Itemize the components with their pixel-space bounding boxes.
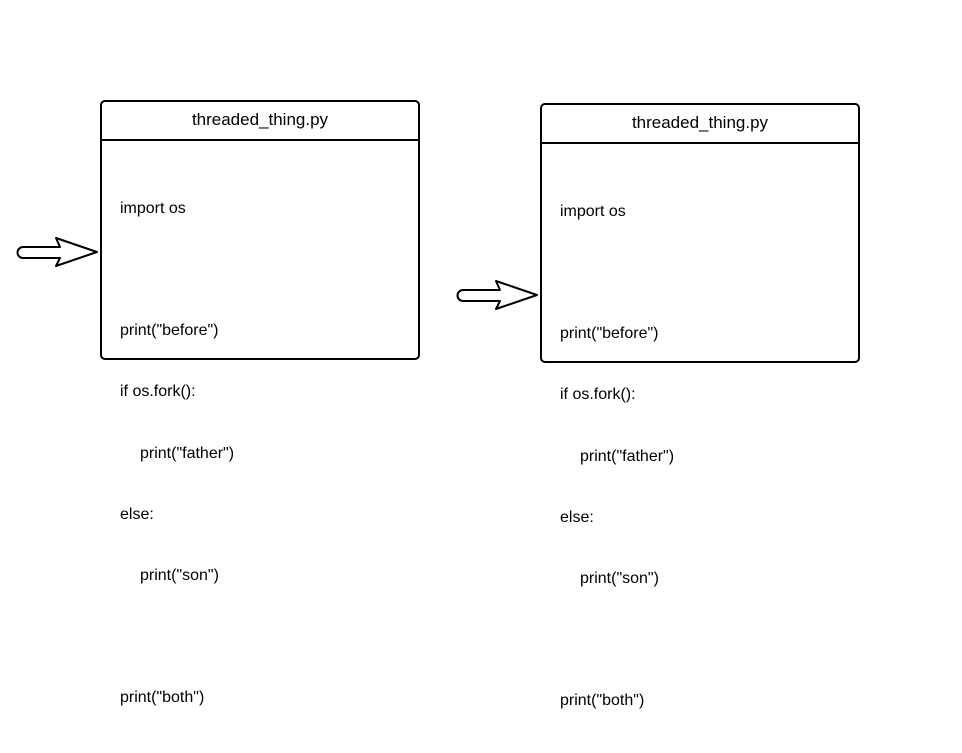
code-line: print("father") [140, 444, 235, 462]
code-panel-left: threaded_thing.py import os print("befor… [100, 100, 420, 706]
code-line: print("before") [120, 322, 219, 340]
code-line: import os [560, 202, 626, 220]
panel-title: threaded_thing.py [102, 102, 418, 141]
right-arrow-icon [16, 237, 98, 267]
code-line: if os.fork(): [120, 383, 196, 401]
code-line-blank [560, 263, 674, 283]
code-listing: import os print("before") if os.fork(): … [560, 161, 674, 753]
code-line: print("son") [140, 567, 219, 585]
code-listing: import os print("before") if os.fork(): … [120, 158, 234, 750]
code-line-blank [120, 627, 234, 647]
code-line: print("before") [560, 325, 659, 343]
code-line-blank [560, 630, 674, 650]
code-line: import os [120, 199, 186, 217]
code-line: print("both") [560, 692, 645, 710]
code-panel-right: threaded_thing.py import os print("befor… [540, 103, 860, 709]
panel-title: threaded_thing.py [542, 105, 858, 144]
code-line: print("both") [120, 689, 205, 707]
code-line: print("father") [580, 447, 675, 465]
code-line: if os.fork(): [560, 386, 636, 404]
code-line: else: [560, 508, 594, 526]
code-line: print("son") [580, 570, 659, 588]
code-line-blank [120, 260, 234, 280]
right-arrow-icon [456, 280, 538, 310]
code-line: else: [120, 505, 154, 523]
